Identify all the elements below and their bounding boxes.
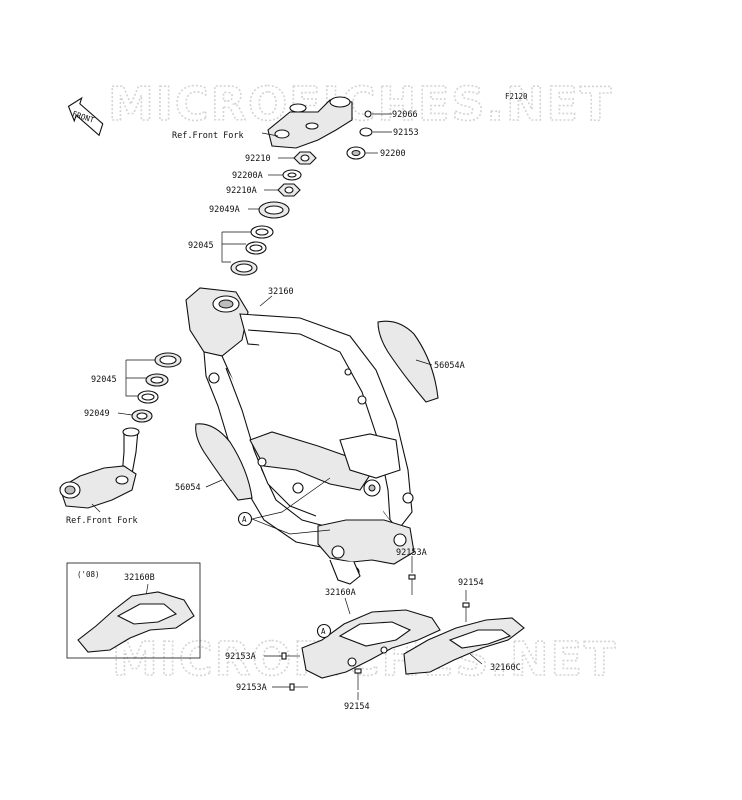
label-56054: 56054	[175, 483, 201, 493]
label-92200A: 92200A	[232, 171, 263, 181]
bolt-92154-right	[462, 602, 470, 622]
label-92153: 92153	[393, 128, 419, 138]
callout-a-frame-letter: A	[242, 515, 247, 524]
ref-front-fork-bottom: Ref.Front Fork	[66, 516, 138, 526]
front-arrow-label: FRONT	[71, 109, 96, 125]
label-92200: 92200	[380, 149, 406, 159]
lower-triple-clamp	[59, 427, 140, 509]
label-92066: 92066	[392, 110, 418, 120]
frame-cover-56054	[195, 423, 253, 501]
leader-lines	[91, 113, 483, 700]
watermark-top: MICROFICHES.NET	[108, 77, 613, 131]
seal-92049	[131, 409, 153, 423]
label-92045-top: 92045	[188, 241, 214, 251]
label-56054A: 56054A	[434, 361, 465, 371]
label-32160A: 32160A	[325, 588, 356, 598]
main-frame-32160	[185, 287, 415, 585]
bearing-92045-upper	[230, 225, 274, 276]
label-92045-bottom: 92045	[91, 375, 117, 385]
washer-92200A	[282, 169, 302, 181]
callout-a-subframe	[316, 623, 332, 639]
label-92049A: 92049A	[209, 205, 240, 215]
diagram-code: F2120	[505, 92, 528, 101]
label-92210: 92210	[245, 154, 271, 164]
callout-a-frame	[237, 511, 253, 527]
bolt-92153A-top	[408, 574, 416, 595]
label-92153A-top: 92153A	[396, 548, 427, 558]
front-arrow-icon: FRONT	[67, 96, 104, 137]
inset-part-label: 32160B	[124, 573, 155, 583]
nut-92210A	[277, 183, 301, 197]
bearing-92045-lower	[137, 352, 182, 404]
bolt-92154-bottom	[354, 668, 362, 690]
ref-front-fork-top: Ref.Front Fork	[172, 131, 244, 141]
inset-box-2008	[66, 562, 201, 659]
bolt-92066	[364, 110, 372, 118]
frame-cover-56054A	[377, 320, 439, 403]
stem-nut-92210	[293, 151, 317, 165]
label-92210A: 92210A	[226, 186, 257, 196]
seal-92049A	[258, 201, 290, 219]
label-92153A-mid: 92153A	[225, 652, 256, 662]
label-92154-right: 92154	[458, 578, 484, 588]
inset-year: ('08)	[77, 570, 100, 579]
label-92154-bottom: 92154	[344, 702, 370, 712]
washer-92153	[359, 127, 373, 137]
label-32160C: 32160C	[490, 663, 521, 673]
label-92153A-bottom: 92153A	[236, 683, 267, 693]
upper-triple-clamp	[267, 96, 353, 149]
callout-a-subframe-letter: A	[321, 627, 326, 636]
label-92049: 92049	[84, 409, 110, 419]
label-32160: 32160	[268, 287, 294, 297]
